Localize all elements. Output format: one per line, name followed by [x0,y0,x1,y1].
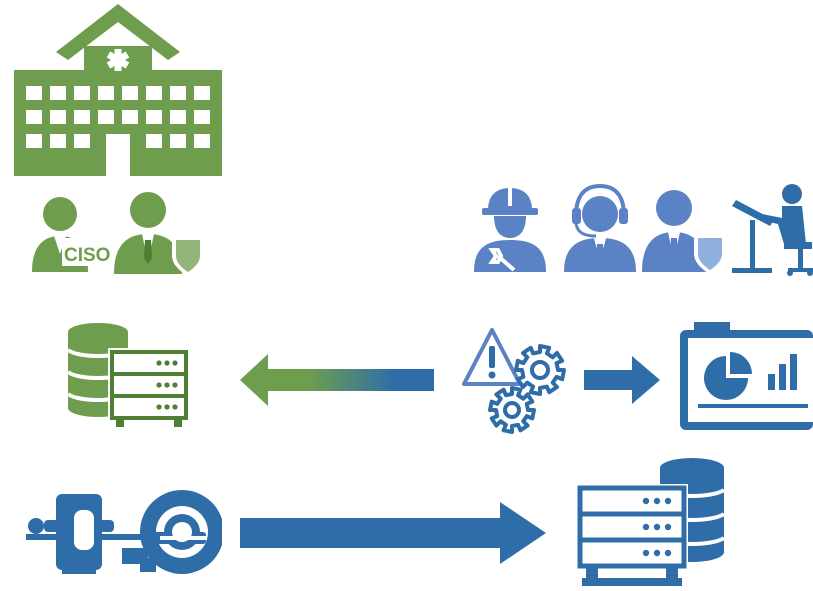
flow-arrow-left [240,354,434,406]
gear-icon [488,386,536,434]
alert-gears-icon [462,328,566,434]
mri-scanner-icon [26,490,222,574]
analytics-dashboard-icon [680,322,813,430]
ciso-person-icon: CISO [32,197,110,272]
gear-icon [514,344,566,396]
server-database-icon [576,458,726,586]
support-agent-icon [564,183,636,272]
database-server-icon [66,323,190,427]
hospital-icon [14,4,222,176]
flow-arrow-right [584,356,660,404]
flow-arrow-long [240,502,546,564]
engineer-icon [474,186,546,272]
ciso-label: CISO [64,245,110,266]
security-officer-icon [114,192,204,276]
designer-at-desk-icon [732,184,813,276]
security-officer-icon [642,190,726,274]
